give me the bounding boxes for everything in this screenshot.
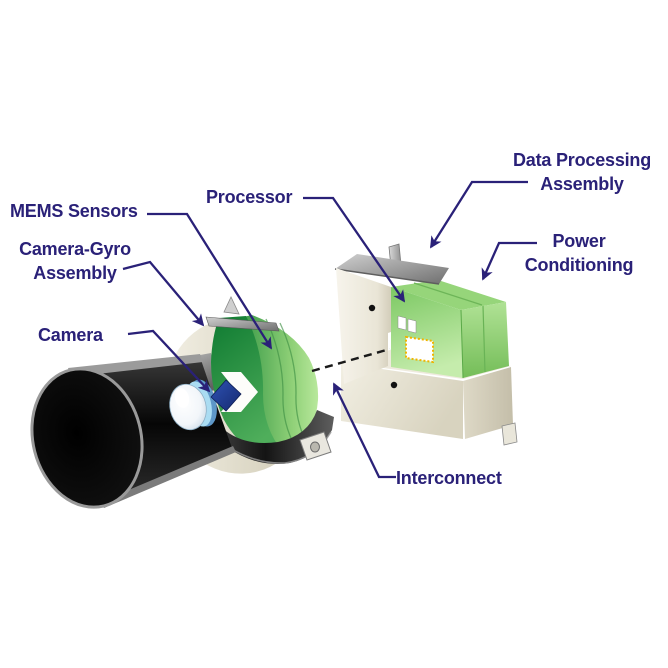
label-power-conditioning: Power Conditioning bbox=[524, 231, 634, 275]
pcb-window-1 bbox=[397, 315, 407, 331]
pcb-top-face bbox=[391, 280, 506, 310]
pcb-front-right-edge bbox=[460, 309, 464, 379]
power-conditioning-leader bbox=[481, 241, 537, 281]
mems-ring-seam-2 bbox=[279, 322, 306, 440]
label-processor: Processor bbox=[206, 187, 293, 207]
pcb-window-2 bbox=[407, 318, 417, 334]
label-mems-sensors: MEMS Sensors bbox=[10, 201, 138, 221]
base-foot bbox=[501, 422, 518, 446]
mems-sensors-leader bbox=[147, 212, 272, 350]
interconnect-leader bbox=[332, 382, 396, 479]
camera-gyro-leader bbox=[122, 260, 205, 327]
mount-peak bbox=[223, 296, 240, 315]
gyro-roof-plate bbox=[205, 316, 280, 332]
chassis-panel bbox=[336, 268, 391, 384]
interconnect-line bbox=[311, 347, 391, 373]
camera-cube bbox=[210, 379, 242, 412]
processor-leader bbox=[303, 196, 406, 303]
barrel-opening bbox=[30, 367, 144, 509]
pcb-right-face bbox=[461, 302, 509, 378]
data-processing-assembly-illustration bbox=[334, 243, 518, 446]
panel-hole bbox=[368, 304, 376, 312]
label-interconnect: Interconnect bbox=[396, 468, 502, 488]
camera-leader bbox=[127, 329, 211, 393]
pcb-top-seam bbox=[413, 282, 483, 306]
data-processing-leader bbox=[430, 180, 528, 249]
label-camera: Camera bbox=[38, 325, 103, 345]
mems-ring-seam-1 bbox=[265, 318, 296, 447]
barrel-bottom-edge bbox=[100, 446, 236, 508]
pcb-right-seam bbox=[482, 305, 486, 373]
barrel-top-edge bbox=[68, 354, 203, 377]
interconnect-socket bbox=[405, 335, 434, 364]
base-hole bbox=[390, 381, 398, 389]
roof-plate bbox=[335, 254, 449, 284]
leader-lines bbox=[122, 180, 537, 479]
lens-highlight bbox=[174, 388, 190, 408]
base-front bbox=[341, 363, 463, 439]
label-camera-gyro-assembly: Camera-Gyro Assembly bbox=[19, 239, 131, 283]
label-data-processing-assembly: Data Processing Assembly bbox=[512, 150, 652, 194]
base-right bbox=[463, 367, 513, 439]
mount-tab-hole bbox=[310, 441, 320, 453]
